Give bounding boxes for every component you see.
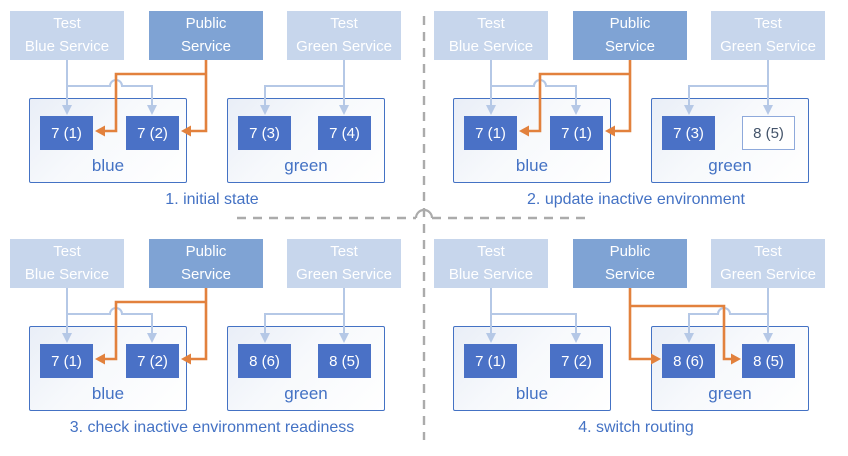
- service-box-test-blue: Test Blue Service: [10, 239, 124, 288]
- service-label-line: Public: [609, 15, 651, 32]
- panel-caption: 2. update inactive environment: [527, 191, 745, 208]
- service-label-line: Test: [754, 15, 782, 32]
- env-label-blue: blue: [91, 156, 125, 175]
- service-label-line: Green Service: [720, 37, 816, 55]
- diagram-panel-1: Test Blue Service Public Service Test Gr…: [0, 0, 424, 228]
- service-box-test-green: Test Green Service: [711, 239, 825, 288]
- diagram-panel-3: Test Blue Service Public Service Test Gr…: [0, 228, 424, 456]
- service-label-line: Test: [754, 243, 782, 260]
- service-label-line: Test: [477, 15, 505, 32]
- instance-box: 7 (4): [318, 116, 371, 150]
- service-label-line: Public: [185, 243, 227, 260]
- instance-box: 7 (1): [464, 116, 517, 150]
- instance-box: 8 (5): [318, 344, 371, 378]
- service-box-test-blue: Test Blue Service: [434, 239, 548, 288]
- instance-box: 8 (6): [662, 344, 715, 378]
- service-box-public: Public Service: [149, 11, 263, 60]
- env-label-blue: blue: [515, 156, 549, 175]
- service-box-test-green: Test Green Service: [711, 11, 825, 60]
- service-label-line: Blue Service: [448, 37, 534, 55]
- service-label-line: Service: [604, 265, 656, 283]
- service-box-public: Public Service: [573, 11, 687, 60]
- service-label-line: Green Service: [720, 265, 816, 283]
- service-box-test-blue: Test Blue Service: [10, 11, 124, 60]
- service-label-line: Test: [477, 243, 505, 260]
- service-label-line: Test: [53, 15, 81, 32]
- env-label-blue: blue: [515, 384, 549, 403]
- instance-box: 7 (1): [550, 116, 603, 150]
- instance-box: 7 (1): [40, 116, 93, 150]
- env-label-green: green: [284, 156, 328, 175]
- instance-box: 7 (2): [550, 344, 603, 378]
- instance-box: 7 (3): [662, 116, 715, 150]
- service-label-line: Public: [185, 15, 227, 32]
- service-label-line: Test: [330, 243, 358, 260]
- service-label-line: Test: [330, 15, 358, 32]
- diagram-panel-4: Test Blue Service Public Service Test Gr…: [424, 228, 848, 456]
- panel-caption: 1. initial state: [165, 191, 259, 208]
- service-label-line: Blue Service: [24, 265, 110, 283]
- instance-box: 7 (2): [126, 116, 179, 150]
- instance-box: 7 (2): [126, 344, 179, 378]
- panel-caption: 3. check inactive environment readiness: [69, 419, 355, 436]
- instance-box: 8 (5): [742, 344, 795, 378]
- diagram-panel-2: Test Blue Service Public Service Test Gr…: [424, 0, 848, 228]
- service-box-test-green: Test Green Service: [287, 11, 401, 60]
- instance-box: 7 (1): [40, 344, 93, 378]
- service-label-line: Public: [609, 243, 651, 260]
- service-label-line: Green Service: [296, 265, 392, 283]
- instance-box: 8 (6): [238, 344, 291, 378]
- service-label-line: Service: [604, 37, 656, 55]
- service-box-public: Public Service: [149, 239, 263, 288]
- service-box-test-green: Test Green Service: [287, 239, 401, 288]
- service-label-line: Service: [180, 265, 232, 283]
- instance-box: 7 (3): [238, 116, 291, 150]
- env-label-green: green: [284, 384, 328, 403]
- env-label-green: green: [708, 156, 752, 175]
- service-box-test-blue: Test Blue Service: [434, 11, 548, 60]
- instance-box: 8 (5): [742, 116, 795, 150]
- service-label-line: Blue Service: [24, 37, 110, 55]
- env-label-blue: blue: [91, 384, 125, 403]
- instance-box: 7 (1): [464, 344, 517, 378]
- service-label-line: Green Service: [296, 37, 392, 55]
- panel-caption: 4. switch routing: [578, 419, 694, 436]
- service-label-line: Test: [53, 243, 81, 260]
- env-label-green: green: [708, 384, 752, 403]
- service-box-public: Public Service: [573, 239, 687, 288]
- service-label-line: Service: [180, 37, 232, 55]
- service-label-line: Blue Service: [448, 265, 534, 283]
